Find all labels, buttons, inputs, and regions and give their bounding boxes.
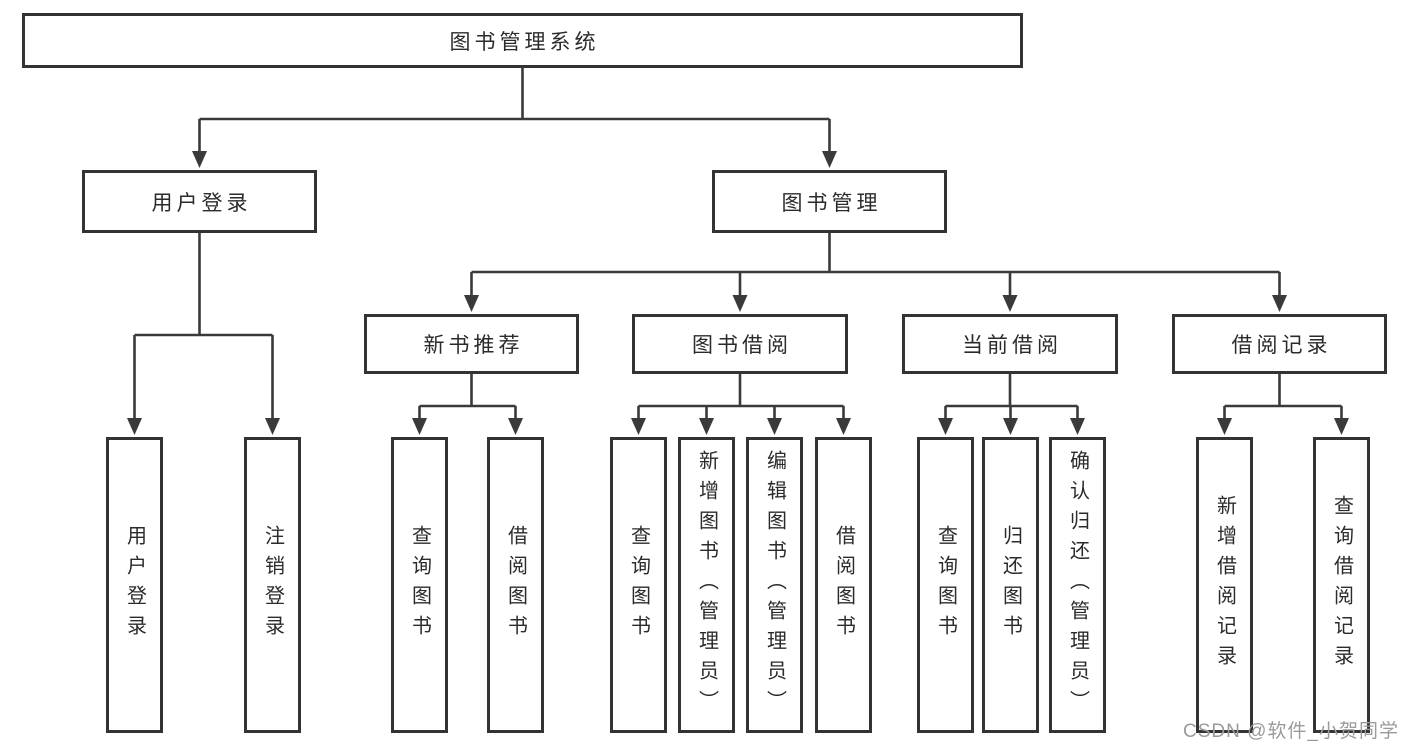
- leaf-return-book-label: 归还图书: [999, 525, 1022, 645]
- node-new-book-recommend-label: 新书推荐: [423, 334, 524, 357]
- leaf-logout-label: 注销登录: [261, 525, 284, 645]
- leaf-return-book: 归还图书: [982, 437, 1039, 733]
- connector-userlogin-to-leaves: [127, 232, 280, 435]
- node-book-management: 图书管理: [712, 170, 947, 233]
- connector-newbook-to-leaves: [412, 373, 523, 435]
- node-book-management-label: 图书管理: [781, 191, 882, 215]
- leaf-query-books-current: 查询图书: [917, 437, 974, 733]
- node-borrow-records: 借阅记录: [1172, 314, 1387, 374]
- leaf-borrow-books-recommend: 借阅图书: [487, 437, 544, 733]
- leaf-edit-book-admin: 编辑图书（管理员）: [746, 437, 803, 733]
- leaf-confirm-return-admin-label: 确认归还（管理员）: [1066, 450, 1089, 720]
- leaf-user-login: 用户登录: [106, 437, 163, 733]
- node-library-system: 图书管理系统: [22, 13, 1023, 68]
- connector-bookmgmt-to-level3: [464, 232, 1287, 312]
- leaf-add-book-admin: 新增图书（管理员）: [678, 437, 735, 733]
- leaf-query-books-borrow-label: 查询图书: [627, 525, 650, 645]
- leaf-logout: 注销登录: [244, 437, 301, 733]
- leaf-query-books-recommend: 查询图书: [391, 437, 448, 733]
- leaf-confirm-return-admin: 确认归还（管理员）: [1049, 437, 1106, 733]
- node-current-borrow-label: 当前借阅: [962, 334, 1062, 357]
- connector-currentborrow-to-leaves: [938, 373, 1085, 435]
- leaf-borrow-books-label: 借阅图书: [832, 525, 855, 645]
- leaf-add-borrow-record-label: 新增借阅记录: [1213, 495, 1236, 675]
- leaf-query-books-current-label: 查询图书: [934, 525, 957, 645]
- node-user-login: 用户登录: [82, 170, 317, 233]
- leaf-query-borrow-record: 查询借阅记录: [1313, 437, 1370, 733]
- leaf-query-books-borrow: 查询图书: [610, 437, 667, 733]
- leaf-borrow-books: 借阅图书: [815, 437, 872, 733]
- node-borrow-records-label: 借阅记录: [1231, 334, 1332, 357]
- leaf-query-borrow-record-label: 查询借阅记录: [1330, 495, 1353, 675]
- connector-borrowrecords-to-leaves: [1217, 373, 1349, 435]
- csdn-watermark: CSDN @软件_小贺同学: [1183, 721, 1399, 742]
- leaf-query-books-recommend-label: 查询图书: [408, 525, 431, 645]
- node-new-book-recommend: 新书推荐: [364, 314, 579, 374]
- leaf-add-book-admin-label: 新增图书（管理员）: [695, 450, 718, 720]
- node-book-borrow: 图书借阅: [632, 314, 848, 374]
- leaf-borrow-books-recommend-label: 借阅图书: [504, 525, 527, 645]
- leaf-user-login-label: 用户登录: [123, 525, 146, 645]
- node-current-borrow: 当前借阅: [902, 314, 1118, 374]
- node-user-login-label: 用户登录: [151, 191, 252, 215]
- node-library-system-label: 图书管理系统: [449, 30, 600, 54]
- connector-root-to-level2: [192, 67, 837, 168]
- connector-bookborrow-to-leaves: [631, 373, 851, 435]
- node-book-borrow-label: 图书借阅: [692, 334, 792, 357]
- leaf-edit-book-admin-label: 编辑图书（管理员）: [763, 450, 786, 720]
- leaf-add-borrow-record: 新增借阅记录: [1196, 437, 1253, 733]
